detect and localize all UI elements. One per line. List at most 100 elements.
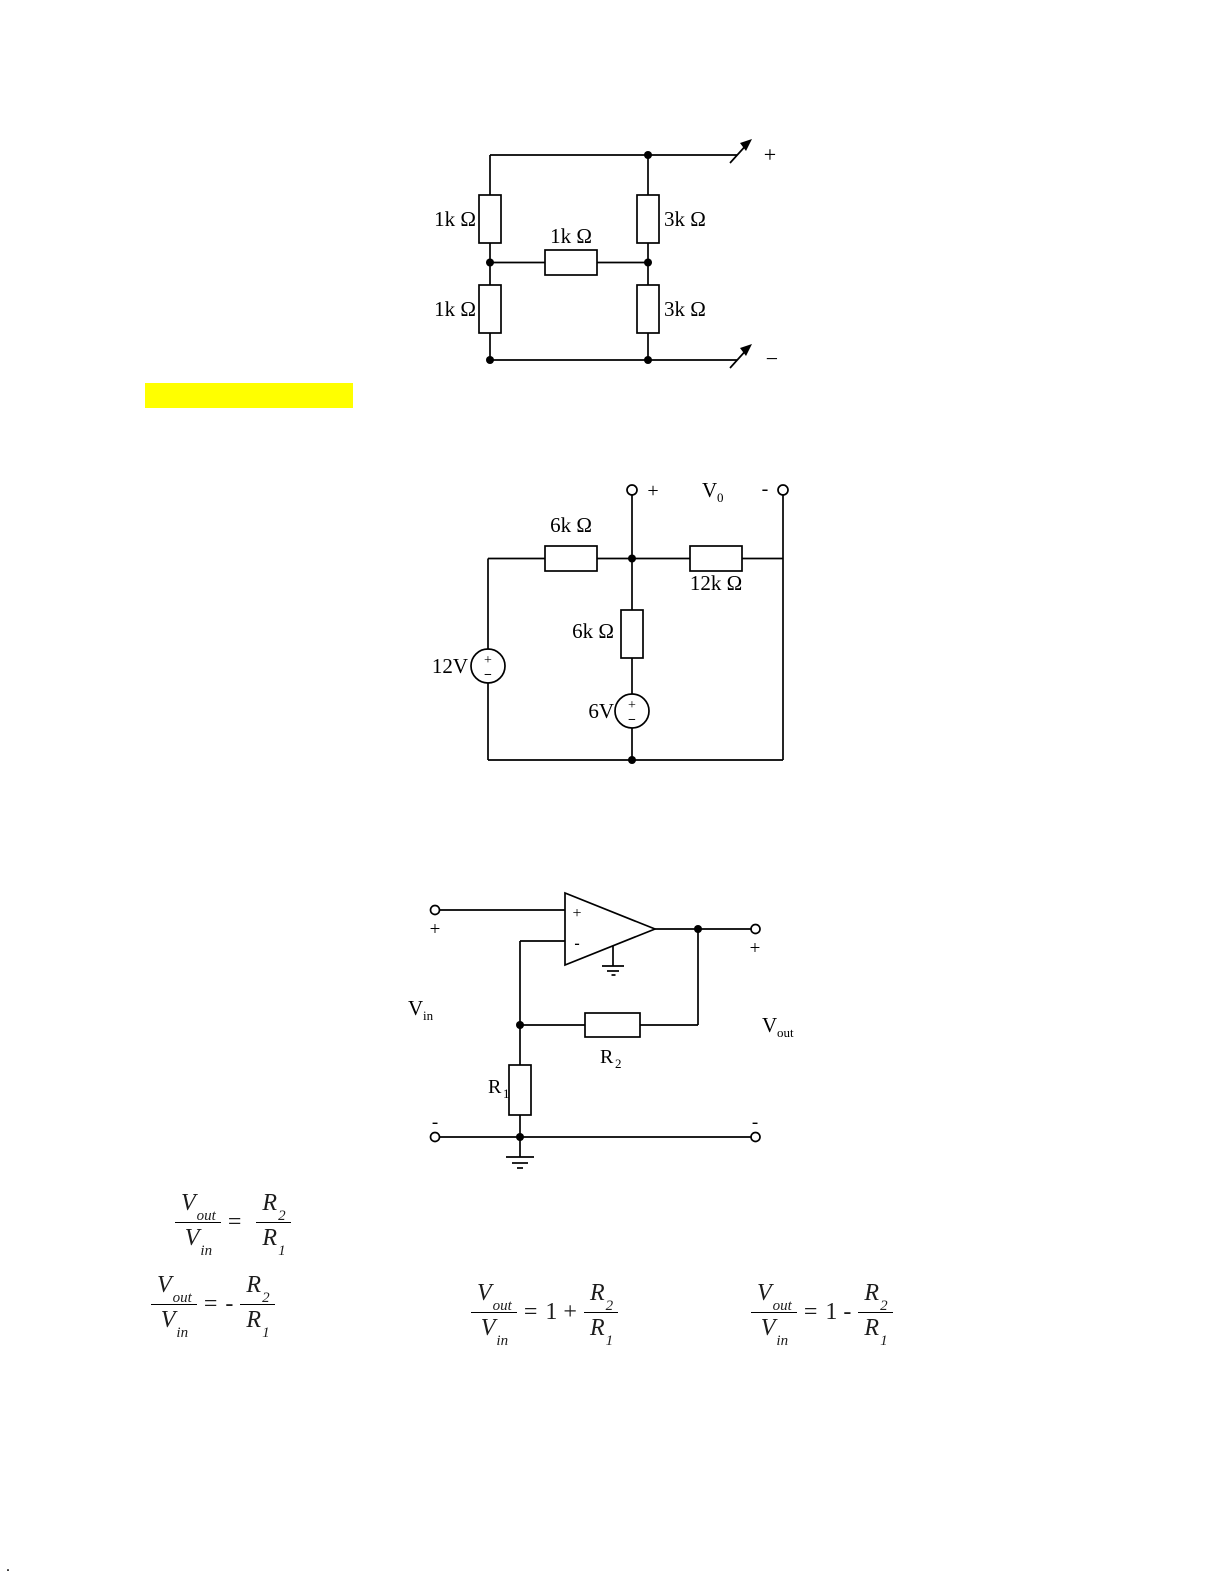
prefix-term: 1 - xyxy=(825,1298,852,1325)
yellow-highlight-bar xyxy=(145,383,353,408)
circuit2-two-source-network-diagram: + V 0 - 6k Ω 12k Ω 6k Ω 12V 6V + − + − xyxy=(432,478,789,764)
r1-sub: 1 xyxy=(278,1242,286,1259)
fraction-denominator: Vin xyxy=(760,1313,788,1348)
resistor-6k-middle-icon xyxy=(620,609,644,659)
v0-label-sub: 0 xyxy=(717,490,724,505)
resistor-3k-top-right-label: 3k Ω xyxy=(664,207,706,231)
vin-label-sub: in xyxy=(423,1008,434,1023)
input-minus-sign: - xyxy=(432,1112,438,1133)
fraction-numerator: Vout xyxy=(151,1272,197,1305)
source-6v-icon xyxy=(614,693,650,729)
source-6v-label: 6V xyxy=(588,699,614,723)
circuit3-resistors xyxy=(508,1012,641,1116)
stray-period: . xyxy=(6,1558,10,1575)
r1-sub: 1 xyxy=(262,1324,270,1341)
resistor-1k-bottom-left-icon xyxy=(478,284,502,334)
resistor-1k-middle-label: 1k Ω xyxy=(550,224,592,248)
resistor-1k-top-left-label: 1k Ω xyxy=(434,207,476,231)
resistor-12k-icon xyxy=(689,545,743,572)
equals-sign: = xyxy=(203,1290,218,1317)
r2-label-base: R xyxy=(600,1046,614,1068)
vout-base: V xyxy=(157,1272,172,1298)
resistor-6k-middle-label: 6k Ω xyxy=(572,619,614,643)
fraction-r2-r1: R2 R1 xyxy=(256,1190,291,1258)
r2-sub: 2 xyxy=(605,1297,614,1314)
r1-base: R xyxy=(262,1224,278,1251)
resistor-3k-top-right-icon xyxy=(636,194,660,244)
fraction-r2-r1: R2 R1 xyxy=(240,1272,275,1340)
vout-minus-terminal-icon xyxy=(750,1131,761,1143)
vin-base: V xyxy=(760,1314,776,1341)
resistor-12k-label: 12k Ω xyxy=(690,571,742,595)
r1-base: R xyxy=(589,1314,605,1341)
vout-sub: out xyxy=(492,1297,512,1314)
r1-base: R xyxy=(246,1306,262,1333)
vin-plus-terminal-icon xyxy=(429,904,441,916)
circuit1-resistor-network-diagram: 1k Ω 1k Ω 1k Ω 3k Ω 3k Ω + − xyxy=(434,139,778,371)
source-6v-plus-sign: + xyxy=(628,698,636,713)
source-12v-icon xyxy=(470,648,506,684)
vin-sub: in xyxy=(496,1332,509,1349)
circuit2-symbols xyxy=(470,484,789,729)
r2-base: R xyxy=(246,1272,262,1298)
fraction-vout-vin: Vout Vin xyxy=(751,1280,797,1348)
r1-label-base: R xyxy=(488,1076,502,1098)
prefix-term: - xyxy=(225,1290,234,1317)
v0-minus-terminal-icon xyxy=(777,484,789,496)
vout-sub: out xyxy=(196,1207,216,1224)
resistor-3k-bottom-right-icon xyxy=(636,284,660,334)
circuit2-wires xyxy=(487,495,784,761)
vout-label-base: V xyxy=(762,1013,777,1037)
prefix-term: 1 + xyxy=(545,1298,577,1325)
fraction-denominator: R1 xyxy=(864,1313,887,1348)
r1-label-sub: 1 xyxy=(503,1086,510,1101)
circuit3-junction-dots xyxy=(516,925,702,1141)
fraction-denominator: Vin xyxy=(185,1223,212,1258)
resistor-6k-top-label: 6k Ω xyxy=(550,513,592,537)
vin-label-base: V xyxy=(408,996,423,1020)
fraction-numerator: R2 xyxy=(583,1280,619,1314)
r2-label-sub: 2 xyxy=(615,1056,622,1071)
source-12v-plus-sign: + xyxy=(484,653,492,668)
circuit3-opamp-diagram: + - + + - - V in V out R 1 R 2 xyxy=(408,891,794,1169)
circuit1-wires xyxy=(489,141,750,369)
vin-minus-terminal-icon xyxy=(429,1131,441,1143)
circuit2-junction-dots xyxy=(628,554,636,764)
vout-base: V xyxy=(181,1190,196,1216)
r2-base: R xyxy=(262,1190,278,1216)
r2-base: R xyxy=(589,1280,605,1306)
fraction-denominator: R1 xyxy=(589,1313,613,1348)
fraction-vout-vin: Vout Vin xyxy=(471,1280,517,1348)
resistor-1k-top-left-icon xyxy=(478,194,502,244)
equals-sign: = xyxy=(523,1298,538,1325)
fraction-vout-vin: Vout Vin xyxy=(175,1190,221,1258)
vout-label-sub: out xyxy=(777,1025,794,1040)
equals-sign: = xyxy=(227,1208,242,1235)
output-minus-sign: - xyxy=(752,1112,758,1133)
equals-sign: = xyxy=(803,1298,818,1325)
fraction-numerator: R2 xyxy=(858,1280,893,1313)
resistor-6k-top-icon xyxy=(544,545,598,572)
vout-base: V xyxy=(477,1280,492,1306)
formula-gain-one-minus-r2-over-r1: Vout Vin = 1 - R2 R1 xyxy=(748,1280,896,1348)
circuit3-wires xyxy=(439,909,751,1169)
opamp-noninverting-input-sign: + xyxy=(572,905,581,922)
v0-label-base: V xyxy=(702,478,717,502)
resistor-3k-bottom-right-label: 3k Ω xyxy=(664,297,706,321)
fraction-denominator: Vin xyxy=(161,1305,188,1340)
vout-sub: out xyxy=(172,1289,192,1306)
source-6v-minus-sign: − xyxy=(628,713,636,728)
resistor-1k-bottom-left-label: 1k Ω xyxy=(434,297,476,321)
vin-sub: in xyxy=(176,1324,189,1341)
v0-minus-sign: - xyxy=(762,478,769,500)
circuit3-terminals xyxy=(429,904,761,1143)
fraction-denominator: R1 xyxy=(262,1223,285,1258)
opamp-triangle-icon xyxy=(564,891,658,967)
source-12v-label: 12V xyxy=(432,654,468,678)
source-12v-minus-sign: − xyxy=(484,668,492,683)
circuit1-plus-terminal-label: + xyxy=(764,142,776,167)
v0-plus-terminal-icon xyxy=(626,484,638,496)
formula-gain-neg-r2-over-r1: Vout Vin = - R2 R1 xyxy=(148,1272,278,1340)
opamp-inverting-input-sign: - xyxy=(574,935,579,952)
input-plus-sign: + xyxy=(430,919,441,940)
